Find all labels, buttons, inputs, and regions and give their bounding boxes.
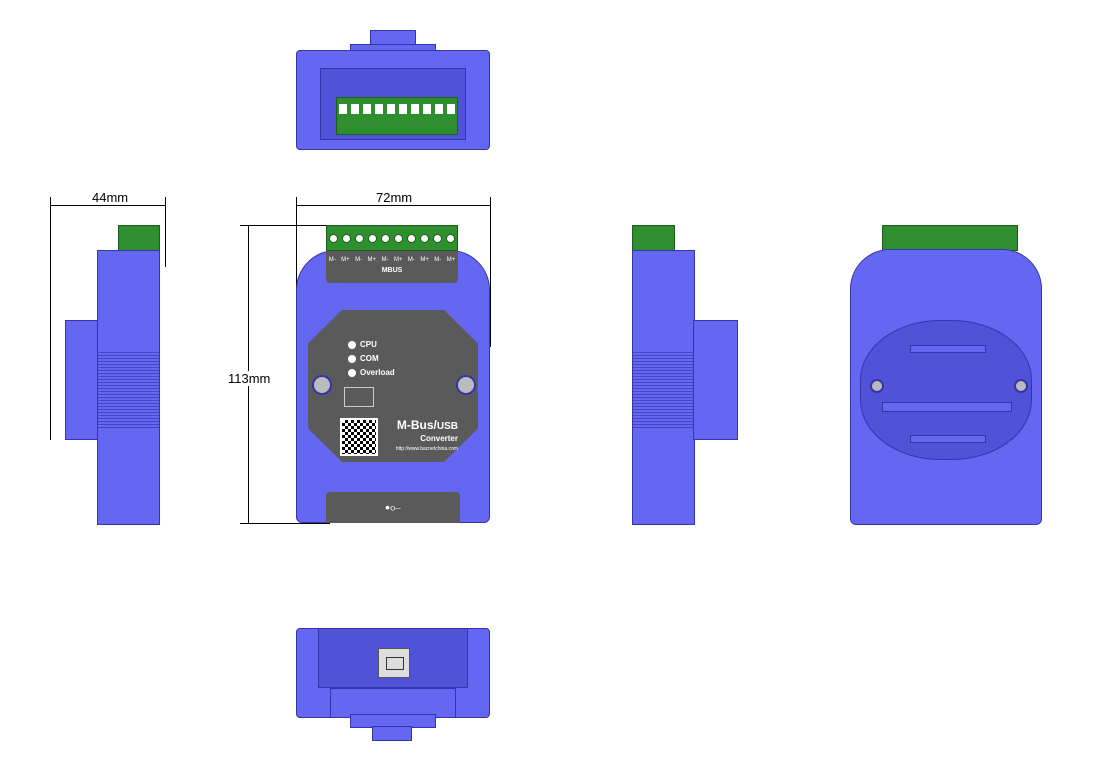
right-screw-icon bbox=[1014, 379, 1028, 393]
terminal-block bbox=[326, 225, 458, 251]
depth-dimension-label: 44mm bbox=[92, 190, 129, 205]
led-cpu: CPU bbox=[348, 340, 395, 349]
terminal-label: M+ bbox=[393, 257, 403, 263]
terminal-label-panel: M- M+ M- M+ M- M+ M- M+ M- M+ MBUS bbox=[326, 251, 458, 283]
left-screw-icon bbox=[312, 375, 332, 395]
bus-label: MBUS bbox=[381, 267, 403, 274]
left-screw-icon bbox=[870, 379, 884, 393]
website: http://www.bacnetchina.com bbox=[395, 446, 458, 452]
qr-code bbox=[340, 418, 378, 456]
top-terminal-block bbox=[336, 97, 458, 135]
front-view: M- M+ M- M+ M- M+ M- M+ M- M+ MBUS CPU COM Overlo… bbox=[296, 225, 490, 525]
usb-panel: •⟜ bbox=[326, 492, 460, 523]
right-screw-icon bbox=[456, 375, 476, 395]
terminal-label: M- bbox=[328, 257, 336, 263]
height-dimension-label: 113mm bbox=[228, 371, 271, 386]
terminal-label: M+ bbox=[341, 257, 350, 263]
usb-port bbox=[378, 648, 410, 678]
width-dimension-label: 72mm bbox=[376, 190, 413, 205]
product-subtitle: Converter bbox=[420, 434, 458, 443]
laptop-icon bbox=[344, 387, 374, 407]
terminal-label: M- bbox=[355, 257, 363, 263]
left-side-view bbox=[60, 225, 170, 525]
terminal-label: M- bbox=[407, 257, 415, 263]
terminal-label: M- bbox=[434, 257, 442, 263]
terminal-label: M+ bbox=[367, 257, 377, 263]
top-view bbox=[296, 20, 490, 150]
terminal-label: M- bbox=[381, 257, 389, 263]
product-name: M-Bus/ bbox=[396, 418, 437, 432]
back-view bbox=[850, 225, 1042, 525]
bottom-view bbox=[296, 628, 490, 743]
terminal-label: M+ bbox=[420, 257, 429, 263]
terminal-label: M+ bbox=[446, 257, 456, 263]
usb-icon: •⟜ bbox=[384, 499, 402, 515]
led-overload: Overload bbox=[348, 368, 395, 377]
right-side-view bbox=[625, 225, 755, 525]
front-panel bbox=[308, 310, 478, 462]
led-com: COM bbox=[348, 354, 395, 363]
product-name-suffix: USB bbox=[436, 421, 458, 432]
